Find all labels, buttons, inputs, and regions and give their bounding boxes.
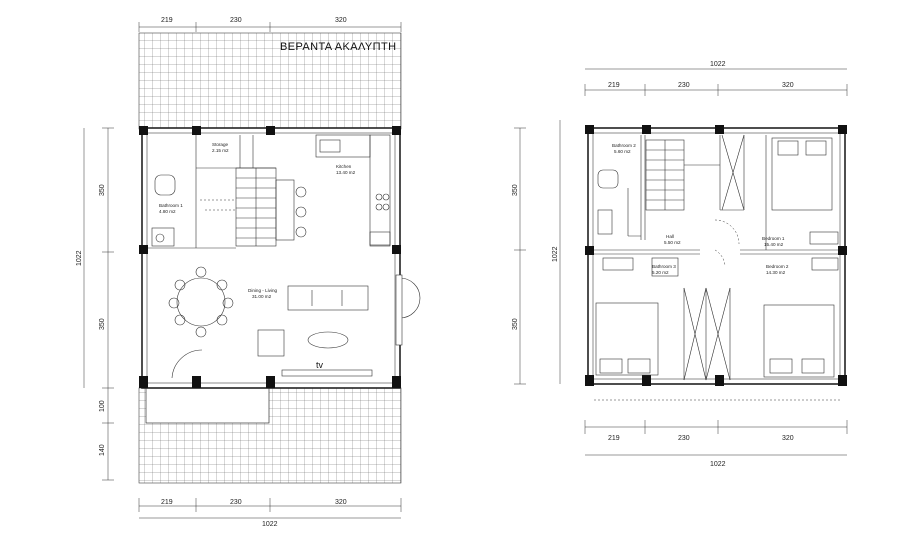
sofa <box>287 285 369 311</box>
bed-1 <box>771 137 833 211</box>
bathroom2-label: Bathroom 2 <box>612 143 636 148</box>
bedroom1-label: Bedroom 1 <box>762 236 785 241</box>
ground-floor-plan: tv ΒΕΡΑΝΤΑ ΑΚΑΛΥΠΤΗ Storage 2.15 m2 Kitc… <box>76 17 421 528</box>
first-outer-wall <box>587 127 846 385</box>
svg-text:1022: 1022 <box>76 250 83 266</box>
svg-text:320: 320 <box>335 499 347 506</box>
ground-left-dimensions: 350 350 100 140 1022 <box>76 127 114 481</box>
first-columns <box>585 125 847 386</box>
bedroom2-area: 14.30 m2 <box>766 270 786 275</box>
dining-table <box>168 266 234 338</box>
first-bottom-dimensions: 219 230 320 1022 <box>584 399 848 468</box>
stairs-first <box>645 139 720 211</box>
ground-top-dimensions: 219 230 320 <box>138 17 402 32</box>
svg-text:219: 219 <box>608 82 620 89</box>
dining-area: 31.00 m2 <box>252 294 272 299</box>
ground-bottom-dimensions: 219 230 320 1022 <box>138 498 402 528</box>
veranda-top <box>138 32 402 130</box>
bedroom2-label: Bedroom 2 <box>766 264 789 269</box>
hall-label: Hall <box>666 234 674 239</box>
columns <box>139 126 401 388</box>
svg-text:100: 100 <box>99 400 106 412</box>
svg-text:230: 230 <box>678 435 690 442</box>
coffee-table <box>307 331 349 349</box>
svg-text:1022: 1022 <box>710 461 726 468</box>
svg-text:320: 320 <box>782 82 794 89</box>
svg-text:320: 320 <box>782 435 794 442</box>
svg-text:1022: 1022 <box>710 61 726 68</box>
bathroom3-label: Bathroom 3 <box>652 264 676 269</box>
bathroom1-area: 4.80 m2 <box>159 209 176 214</box>
first-floor-plan: Bathroom 2 5.60 m2 Hall 5.50 m2 Bedroom … <box>512 61 848 468</box>
bed-2 <box>763 304 835 378</box>
veranda-label: ΒΕΡΑΝΤΑ ΑΚΑΛΥΠΤΗ <box>280 41 396 53</box>
svg-text:230: 230 <box>230 17 242 24</box>
svg-text:350: 350 <box>512 318 519 330</box>
kitchen-area: 13.40 m2 <box>336 170 356 175</box>
svg-text:230: 230 <box>230 499 242 506</box>
bathroom3-area: 5.20 m2 <box>652 270 669 275</box>
storage-area: 2.15 m2 <box>212 148 229 153</box>
bedroom1-area: 15.40 m2 <box>764 242 784 247</box>
hall-area: 5.50 m2 <box>664 240 681 245</box>
svg-text:350: 350 <box>99 184 106 196</box>
svg-text:219: 219 <box>161 17 173 24</box>
bathroom2-area: 5.60 m2 <box>614 149 631 154</box>
tv-unit <box>281 369 373 377</box>
bed-3 <box>595 302 659 376</box>
storage-label: Storage <box>212 142 229 147</box>
svg-text:320: 320 <box>335 17 347 24</box>
svg-text:140: 140 <box>99 444 106 456</box>
svg-text:219: 219 <box>608 435 620 442</box>
ground-outer-wall <box>141 127 401 389</box>
svg-text:230: 230 <box>678 82 690 89</box>
svg-text:1022: 1022 <box>552 246 559 262</box>
first-top-dimensions: 1022 219 230 320 <box>584 61 848 96</box>
svg-text:219: 219 <box>161 499 173 506</box>
tv-label: tv <box>316 360 324 370</box>
svg-text:1022: 1022 <box>262 521 278 528</box>
armchair <box>257 329 285 357</box>
first-left-dimensions: 350 350 1022 <box>512 120 561 385</box>
bathroom1-label: Bathroom 1 <box>159 203 183 208</box>
svg-text:350: 350 <box>512 184 519 196</box>
dining-label: Dining - Living <box>248 288 278 293</box>
kitchen-label: Kitchen <box>336 164 352 169</box>
svg-text:350: 350 <box>99 318 106 330</box>
